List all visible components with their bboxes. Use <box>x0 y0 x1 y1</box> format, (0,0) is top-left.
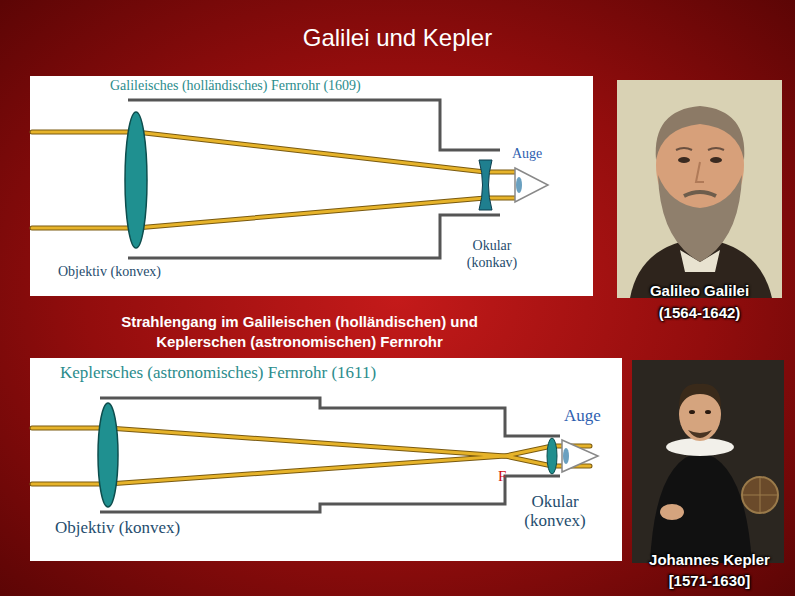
eye-label: Auge <box>512 146 542 163</box>
slide-caption: Strahlengang im Galileischen (holländisc… <box>107 312 492 352</box>
life-dates: [1571-1630] <box>632 572 787 590</box>
lens-label: Objektiv (konvex) <box>58 264 161 281</box>
focus-label: F <box>498 467 506 485</box>
eye-label: Auge <box>564 406 601 426</box>
portrait-kepler <box>632 360 784 563</box>
panel-galilei <box>30 76 593 296</box>
panel-kepler <box>30 358 622 561</box>
slide-title: Galilei und Kepler <box>0 24 795 53</box>
galilean-telescope <box>32 100 548 258</box>
lens-label: Objektiv (konvex) <box>55 518 180 538</box>
person-name: Galileo Galilei <box>617 282 782 300</box>
panel-heading: Keplersches (astronomisches) Fernrohr (1… <box>60 363 376 383</box>
life-dates: (1564-1642) <box>617 304 782 322</box>
keplerian-telescope <box>32 398 598 512</box>
lens-label: Okular (konvex) <box>510 492 600 530</box>
panel-heading: Galileisches (holländisches) Fernrohr (1… <box>110 78 361 95</box>
person-name: Johannes Kepler <box>632 551 787 569</box>
portrait-frame: Johannes Kepler [1571-1630] <box>632 360 787 588</box>
portrait-frame: Galileo Galilei (1564-1642) <box>617 80 782 325</box>
portrait-galileo <box>617 80 782 298</box>
lens-label: Okular (konkav) <box>452 238 532 272</box>
